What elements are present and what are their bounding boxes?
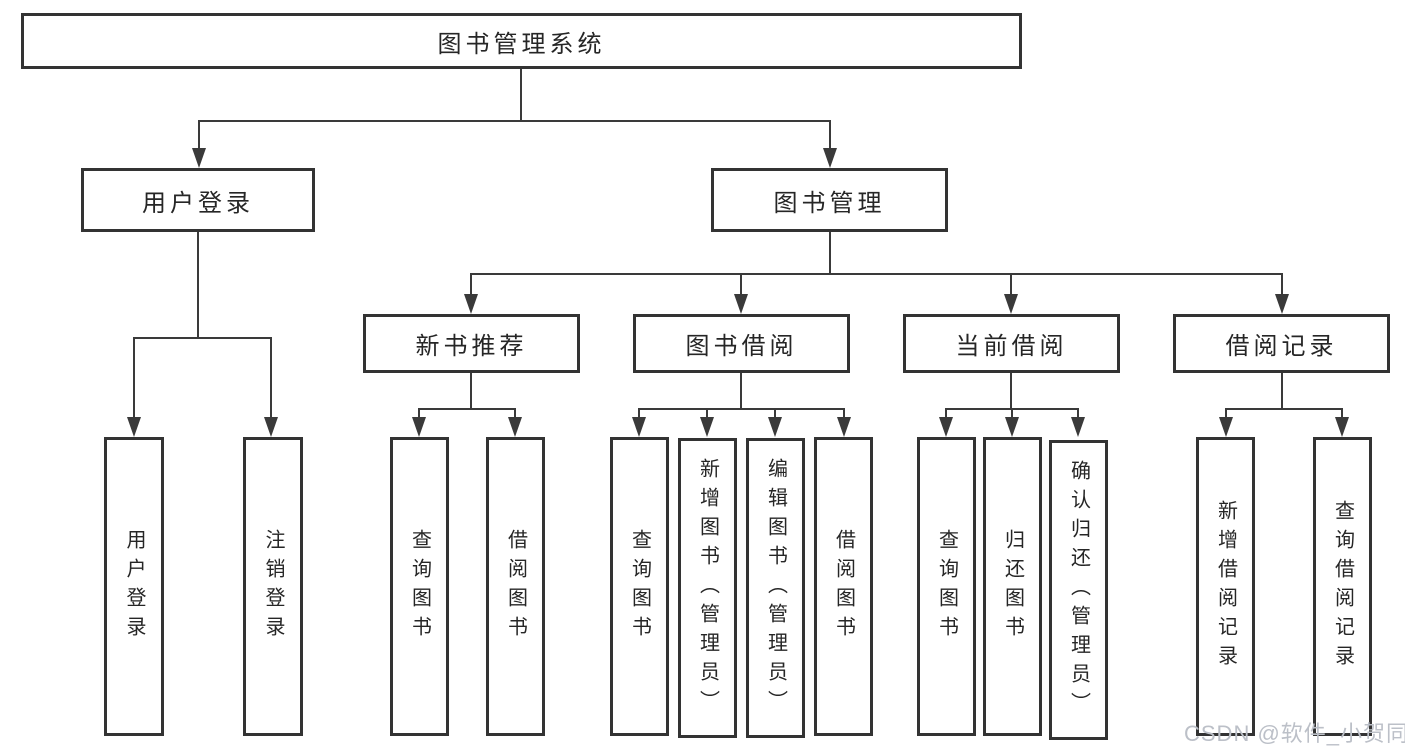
leaf-logout: 注销登录 [243,437,303,736]
connector-drop-leaf [774,408,776,420]
node-current-borrow: 当前借阅 [903,314,1120,373]
leaf-edit-books-admin: 编辑图书（管理员） [746,438,805,738]
connector-drop-leaf [843,408,845,420]
connector-root-stem [520,69,522,121]
leaf-user-login-label: 用户登录 [123,528,145,645]
arrow-down-icon [837,417,851,437]
leaf-add-books-admin: 新增图书（管理员） [678,438,737,738]
arrow-down-icon [700,417,714,437]
leaf-query-borrow-record: 查询借阅记录 [1313,437,1372,736]
leaf-label: 编辑图书（管理员） [764,457,787,719]
leaf-label: 新增图书（管理员） [696,457,719,719]
node-book-borrow-label: 图书借阅 [685,333,798,360]
arrow-down-icon [264,417,278,437]
arrow-down-icon [632,417,646,437]
node-root: 图书管理系统 [21,13,1022,69]
node-book-borrow: 图书借阅 [633,314,850,373]
node-user-login: 用户登录 [81,168,315,232]
arrow-down-icon [1004,294,1018,314]
leaf-logout-label: 注销登录 [262,528,284,645]
connector-user-login-stem [197,232,199,337]
node-current-borrow-label: 当前借阅 [955,333,1068,360]
connector-drop-borrow-records [1281,273,1283,296]
csdn-watermark: CSDN @软件_小贺同学 [1184,721,1405,746]
node-book-management-label: 图书管理 [773,189,886,217]
connector-drop-leaf [514,408,516,420]
leaf-borrow-books-recommend: 借阅图书 [486,437,545,736]
connector-drop-user-login [198,120,200,150]
node-root-label: 图书管理系统 [437,30,606,58]
connector-drop-leaf [1225,408,1227,420]
connector-drop-leaf [1011,408,1013,420]
arrow-down-icon [1275,294,1289,314]
arrow-down-icon [1219,417,1233,437]
leaf-label: 查询图书 [935,528,958,645]
connector-stem [740,373,742,408]
connector-rail [1225,408,1343,410]
leaf-label: 新增借阅记录 [1214,499,1237,674]
connector-drop-current-borrow [1010,273,1012,296]
connector-drop-leaf [1077,408,1079,420]
leaf-borrow-books: 借阅图书 [814,437,873,736]
connector-level3-rail [470,273,1283,275]
connector-drop-leaf [270,337,272,419]
connector-drop-leaf [1341,408,1343,420]
connector-drop-new-book [470,273,472,296]
node-new-book-recommend: 新书推荐 [363,314,580,373]
leaf-label: 查询图书 [628,528,651,645]
leaf-label: 借阅图书 [832,528,855,645]
node-user-login-label: 用户登录 [142,189,254,217]
connector-user-login-rail [133,337,272,339]
leaf-label: 查询借阅记录 [1331,499,1354,674]
arrow-down-icon [1071,417,1085,437]
node-borrow-records-label: 借阅记录 [1225,333,1338,360]
connector-drop-book-mgmt [829,120,831,150]
leaf-label: 借阅图书 [504,528,527,645]
leaf-query-books-recommend: 查询图书 [390,437,449,736]
arrow-down-icon [1335,417,1349,437]
leaf-return-books: 归还图书 [983,437,1042,736]
connector-drop-leaf [945,408,947,420]
connector-drop-leaf [706,408,708,420]
leaf-user-login: 用户登录 [104,437,164,736]
connector-drop-book-borrow [740,273,742,296]
connector-stem [1010,373,1012,408]
connector-rail [418,408,516,410]
connector-level2-rail [198,120,831,122]
arrow-down-icon [734,294,748,314]
connector-stem [1281,373,1283,408]
node-borrow-records: 借阅记录 [1173,314,1390,373]
arrow-down-icon [127,417,141,437]
leaf-label: 归还图书 [1001,528,1024,645]
arrow-down-icon [1005,417,1019,437]
connector-drop-leaf [133,337,135,419]
arrow-down-icon [823,148,837,168]
leaf-label: 查询图书 [408,528,431,645]
leaf-confirm-return-admin: 确认归还（管理员） [1049,440,1108,740]
connector-drop-leaf [418,408,420,420]
connector-rail [638,408,845,410]
arrow-down-icon [939,417,953,437]
connector-book-mgmt-stem [829,232,831,273]
arrow-down-icon [768,417,782,437]
leaf-add-borrow-record: 新增借阅记录 [1196,437,1255,736]
connector-drop-leaf [638,408,640,420]
node-book-management: 图书管理 [711,168,948,232]
arrow-down-icon [464,294,478,314]
arrow-down-icon [412,417,426,437]
node-new-book-recommend-label: 新书推荐 [415,333,528,360]
arrow-down-icon [508,417,522,437]
connector-stem [470,373,472,408]
leaf-query-books-current: 查询图书 [917,437,976,736]
arrow-down-icon [192,148,206,168]
leaf-label: 确认归还（管理员） [1067,459,1090,721]
leaf-query-books-borrow: 查询图书 [610,437,669,736]
